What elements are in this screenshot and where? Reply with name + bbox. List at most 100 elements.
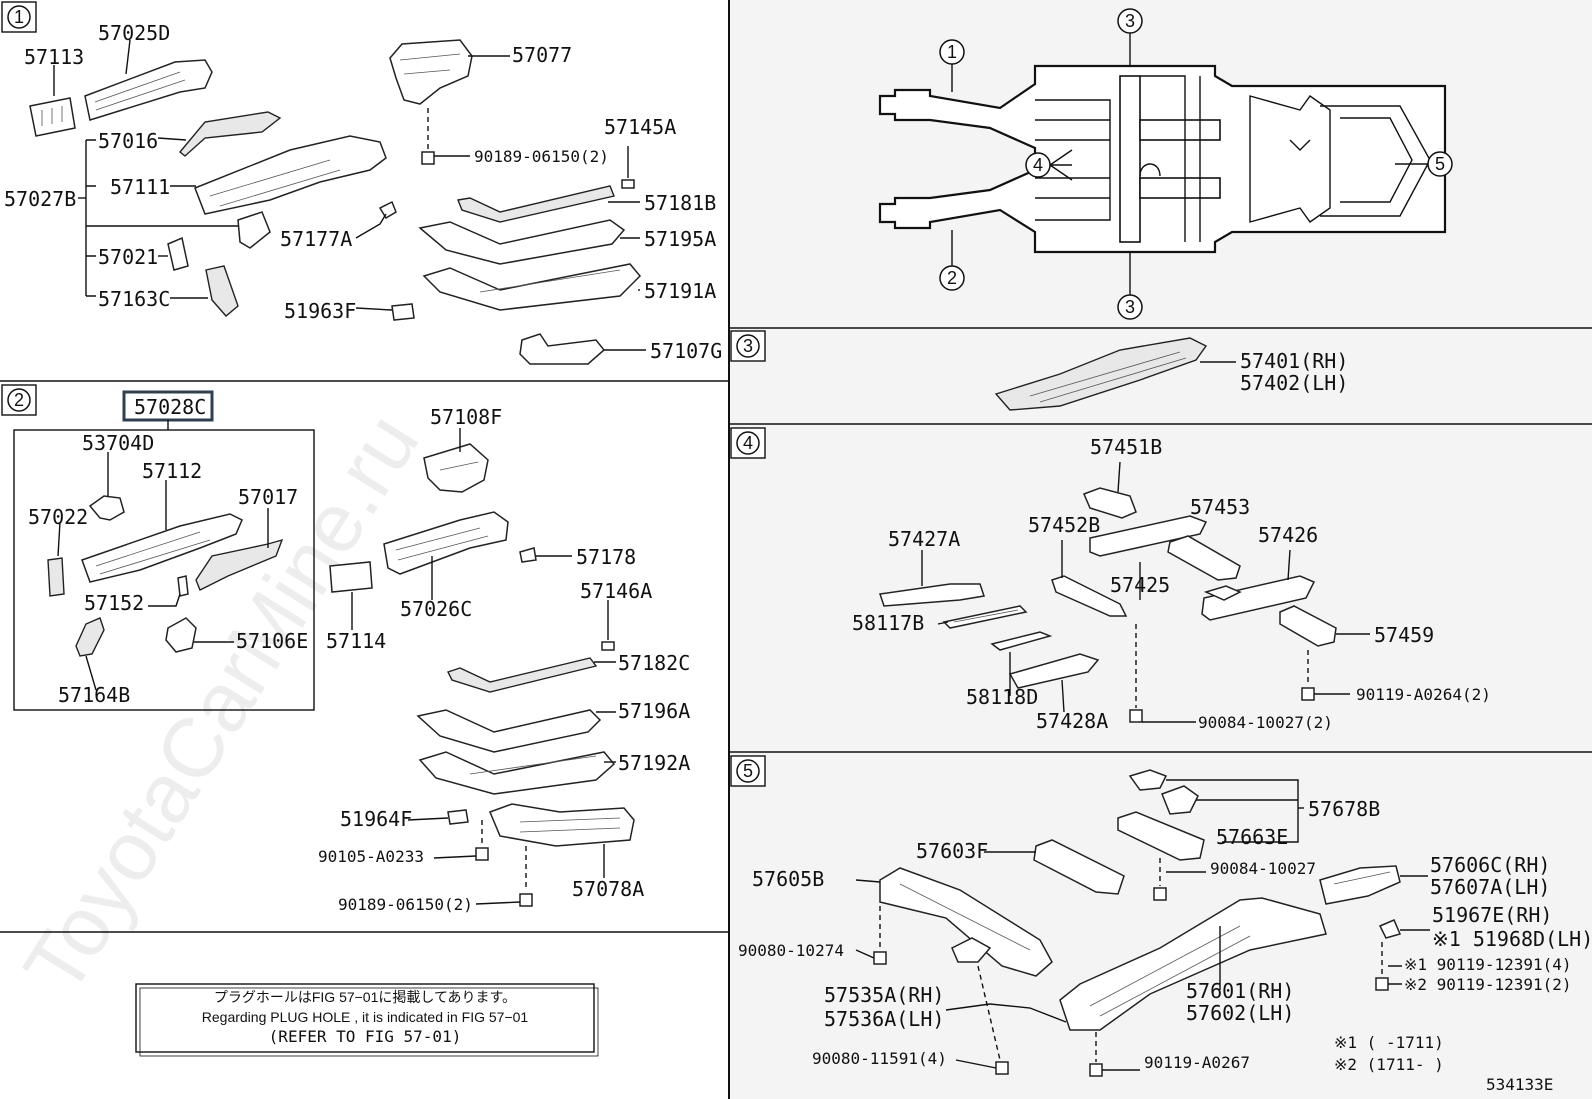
section-badge-4: 4 bbox=[730, 427, 766, 459]
section-badge-3: 3 bbox=[730, 330, 766, 362]
label-57028C: 57028C bbox=[134, 395, 206, 419]
label-57026C: 57026C bbox=[400, 597, 472, 621]
part-57192A-shape bbox=[418, 751, 616, 795]
label-57192A: 57192A bbox=[618, 751, 690, 775]
part-57196A-shape bbox=[416, 709, 602, 753]
label-57459: 57459 bbox=[1374, 623, 1434, 647]
note-japanese: プラグホールはFIG 57−01に掲載してあります。 bbox=[214, 989, 516, 1005]
part-57678B-shape-a bbox=[1128, 769, 1168, 791]
label-57606C: 57606C(RH) bbox=[1430, 853, 1550, 877]
svg-text:3: 3 bbox=[1125, 297, 1135, 317]
label-57453: 57453 bbox=[1190, 495, 1250, 519]
overview-callout-2: 2 bbox=[939, 230, 965, 291]
label-57145A: 57145A bbox=[604, 115, 676, 139]
label-57182C: 57182C bbox=[618, 651, 690, 675]
part-57017-shape bbox=[195, 538, 284, 591]
label-57605B: 57605B bbox=[752, 867, 824, 891]
overview-callout-1: 1 bbox=[939, 39, 965, 92]
label-57678B: 57678B bbox=[1308, 797, 1380, 821]
label-90105-A0233: 90105-A0233 bbox=[318, 847, 424, 866]
label-51964F: 51964F bbox=[340, 807, 412, 831]
label-57164B: 57164B bbox=[58, 683, 130, 707]
part-57426-shape bbox=[1201, 575, 1316, 621]
svg-text:2: 2 bbox=[14, 390, 24, 410]
svg-text:4: 4 bbox=[743, 433, 753, 453]
assembly-57028C-frame bbox=[13, 429, 315, 711]
part-57113-shape bbox=[29, 97, 76, 137]
label-57452B: 57452B bbox=[1028, 513, 1100, 537]
bolt-90105-A0233 bbox=[475, 847, 489, 861]
part-57182C-shape bbox=[447, 657, 598, 693]
label-57426: 57426 bbox=[1258, 523, 1318, 547]
footnote-2: ※2 (1711- ) bbox=[1334, 1055, 1444, 1074]
label-57111: 57111 bbox=[110, 175, 170, 199]
part-57112-shape bbox=[81, 513, 243, 583]
label-58117B: 58117B bbox=[852, 611, 924, 635]
overview-callout-3-bottom: 3 bbox=[1117, 252, 1143, 320]
part-58117B-shape bbox=[942, 605, 1028, 629]
part-57601-shape bbox=[1059, 897, 1327, 1031]
part-57603F-shape bbox=[1033, 839, 1125, 895]
label-90119-A0264: 90119-A0264(2) bbox=[1356, 685, 1491, 704]
label-57106E: 57106E bbox=[236, 629, 308, 653]
note-reference: (REFER TO FIG 57-01) bbox=[269, 1027, 462, 1046]
part-51963F-shape bbox=[391, 303, 415, 321]
bolt-90119-12391 bbox=[1375, 977, 1389, 991]
note-english: Regarding PLUG HOLE , it is indicated in… bbox=[202, 1009, 529, 1025]
label-57113: 57113 bbox=[24, 45, 84, 69]
part-57428A-shape bbox=[1008, 653, 1100, 689]
part-57678B-shape-b bbox=[1161, 785, 1199, 815]
section-3-group: 57401(RH) 57402(LH) bbox=[994, 337, 1348, 411]
svg-text:3: 3 bbox=[743, 336, 753, 356]
section-4-group: 57451B 57453 57426 57427A 57452B 57425 5… bbox=[852, 435, 1491, 733]
label-90189-06150-s1: 90189-06150(2) bbox=[474, 147, 609, 166]
part-57108F-shape bbox=[423, 443, 489, 493]
label-57402: 57402(LH) bbox=[1240, 371, 1348, 395]
part-57426-cap bbox=[1203, 585, 1242, 601]
label-57428A: 57428A bbox=[1036, 709, 1108, 733]
underbody-frame-overview bbox=[878, 64, 1447, 254]
bolt-90119-A0264 bbox=[1301, 687, 1315, 701]
label-57108F: 57108F bbox=[430, 405, 502, 429]
label-90080-11591: 90080-11591(4) bbox=[812, 1049, 947, 1068]
label-57607A: 57607A(LH) bbox=[1430, 875, 1550, 899]
label-53704D: 53704D bbox=[82, 431, 154, 455]
label-57152: 57152 bbox=[84, 591, 144, 615]
bolt-90080-11591 bbox=[995, 1061, 1009, 1075]
label-90119-12391-1: ※1 90119-12391(4) bbox=[1404, 955, 1572, 974]
label-90119-12391-2: ※2 90119-12391(2) bbox=[1404, 975, 1572, 994]
diagram-code: 534133E bbox=[1486, 1075, 1553, 1094]
bolt-90084-10027-s5 bbox=[1153, 887, 1167, 901]
part-57195A-shape bbox=[418, 219, 626, 265]
part-57453-shape bbox=[1089, 515, 1208, 557]
label-57663E: 57663E bbox=[1216, 825, 1288, 849]
label-57027B: 57027B bbox=[4, 187, 76, 211]
part-57114-shape bbox=[329, 561, 373, 593]
label-57451B: 57451B bbox=[1090, 435, 1162, 459]
label-57077: 57077 bbox=[512, 43, 572, 67]
label-57191A: 57191A bbox=[644, 279, 716, 303]
part-57021-shape bbox=[167, 236, 189, 271]
label-90080-10274: 90080-10274 bbox=[738, 941, 844, 960]
part-57425-shape bbox=[1167, 535, 1241, 581]
label-57401: 57401(RH) bbox=[1240, 349, 1348, 373]
part-53704D-shape bbox=[88, 495, 125, 521]
part-51967E-shape bbox=[1378, 919, 1402, 939]
label-90084-10027-s5: 90084-10027 bbox=[1210, 859, 1316, 878]
part-57181B-shape bbox=[457, 185, 615, 223]
plug-hole-note: プラグホールはFIG 57−01に掲載してあります。 Regarding PLU… bbox=[135, 983, 599, 1057]
section-5-group: 57678B 57603F 57663E 57605B 90084-10027 … bbox=[738, 769, 1592, 1094]
part-57535A-shape bbox=[951, 937, 992, 963]
overview-callout-4: 4 bbox=[1025, 149, 1073, 181]
part-57164B-shape bbox=[75, 617, 105, 657]
part-58118D-shape bbox=[990, 631, 1053, 651]
part-57459-shape bbox=[1279, 605, 1337, 647]
part-57191A-shape bbox=[422, 263, 642, 311]
part-57022-shape bbox=[47, 557, 65, 597]
bolt-90080-10274 bbox=[873, 951, 887, 965]
label-57427A: 57427A bbox=[888, 527, 960, 551]
label-51967E: 51967E(RH) bbox=[1432, 903, 1552, 927]
part-57606C-shape bbox=[1319, 865, 1401, 905]
section-2-group: 57028C bbox=[13, 390, 690, 914]
